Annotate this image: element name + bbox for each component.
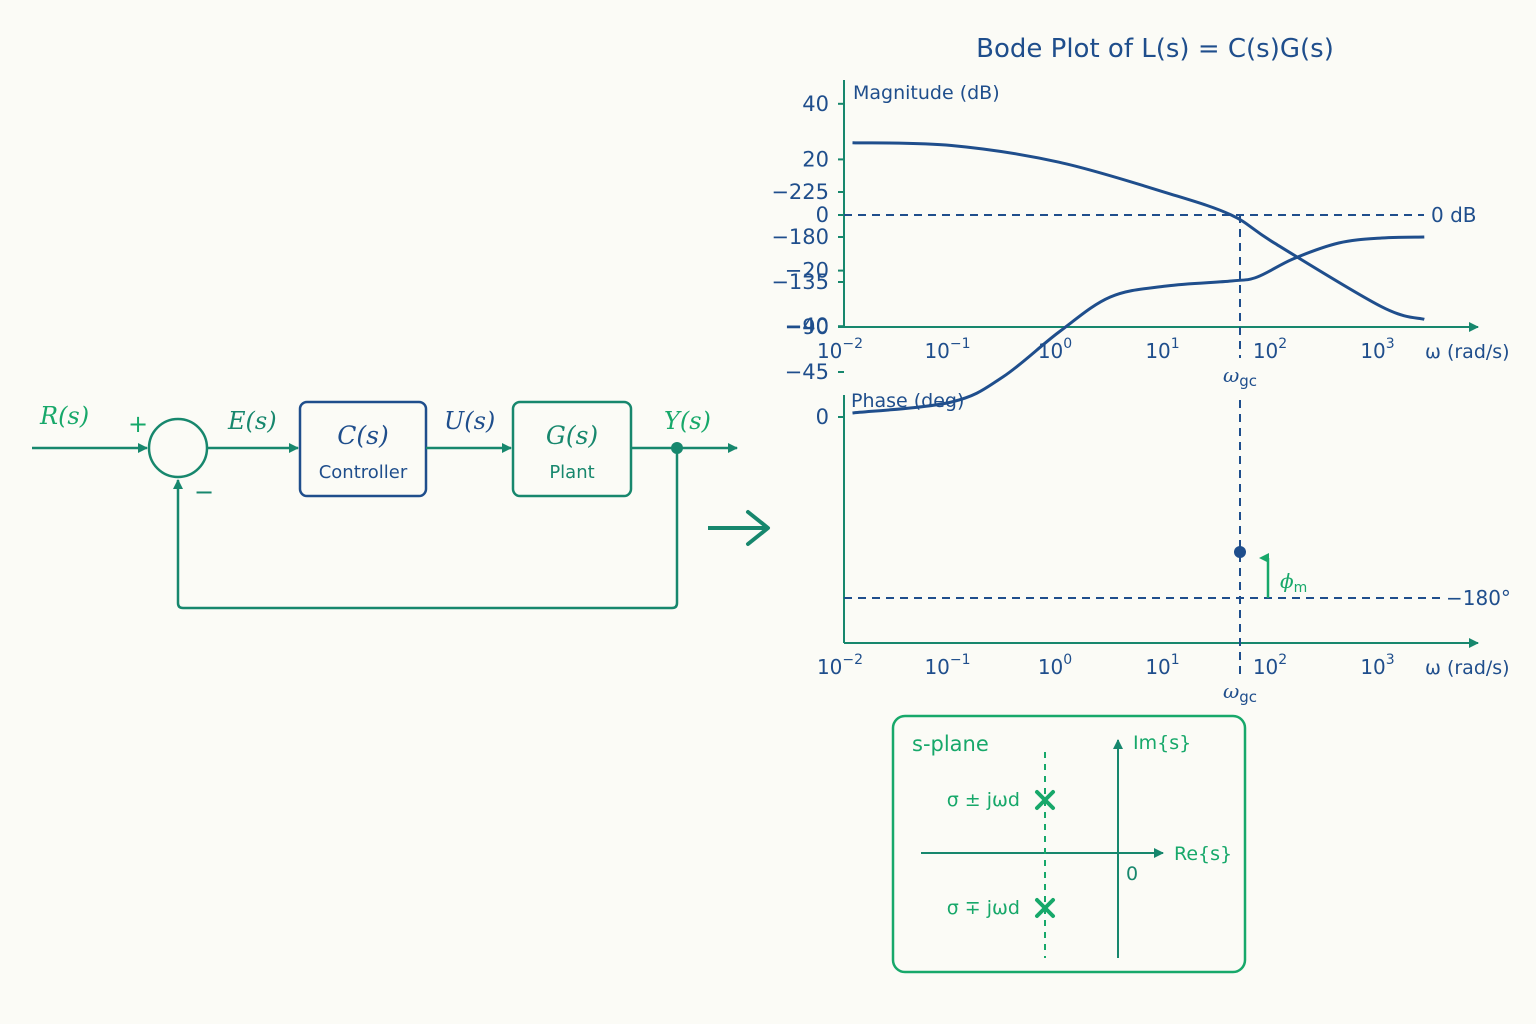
s-plane-frame	[891, 714, 1247, 974]
plant-name: Plant	[549, 462, 594, 483]
phase-curve	[852, 235, 1425, 415]
magnitude-x-tick-label: 103	[1360, 336, 1394, 363]
magnitude-x-ticks: 10−2 10−1 100 101 102 103	[817, 336, 1395, 363]
magnitude-x-tick-label: 100	[1038, 336, 1072, 363]
phase-y-ticks: 0 −45 −90 −135 −180 −225	[771, 180, 844, 429]
phase-x-tick-label: 10−1	[924, 652, 970, 679]
phase-x-tick-label: 103	[1360, 652, 1394, 679]
crossover-label-phase: ωgc	[1223, 679, 1257, 706]
phase-y-tick-label: −225	[771, 180, 829, 204]
phase-omega-label: ω (rad/s)	[1425, 657, 1510, 679]
feedback-path	[173, 448, 679, 610]
controller-symbol: C(s)	[337, 421, 388, 450]
magnitude-y-tick-label: −40	[785, 314, 829, 338]
origin-label: 0	[1126, 863, 1138, 885]
control-signal-label: U(s)	[444, 407, 495, 435]
magnitude-y-tick-label: 0	[816, 203, 829, 227]
pole-lower-label: σ ∓ jωd	[947, 897, 1020, 919]
bode-title: Bode Plot of L(s) = C(s)G(s)	[976, 34, 1334, 64]
crossover-label-magnitude: ωgc	[1223, 363, 1257, 390]
magnitude-y-tick-label: 20	[802, 147, 829, 171]
error-label: E(s)	[227, 407, 277, 435]
magnitude-x-tick-label: 10−2	[817, 336, 863, 363]
magnitude-y-tick-label: 40	[802, 92, 829, 116]
summing-junction	[147, 417, 209, 479]
phase-x-tick-label: 100	[1038, 652, 1072, 679]
magnitude-y-ticks: 40 20 0 −20 −40	[785, 92, 844, 338]
reference-label: R(s)	[39, 402, 89, 430]
phase-x-tick-label: 101	[1145, 652, 1179, 679]
plus-sign: +	[128, 410, 148, 438]
phase-panel: Phase (deg) 0 −45 −90 −135 −180 −225 10−2 10−1…	[771, 180, 1511, 706]
zero-db-label: 0 dB	[1431, 203, 1477, 227]
magnitude-x-tick-label: 101	[1145, 336, 1179, 363]
im-axis-label: Im{s}	[1133, 732, 1191, 754]
pole-lower-x-icon	[1035, 898, 1055, 918]
re-axis-label: Re{s}	[1174, 843, 1232, 865]
phase-x-ticks: 10−2 10−1 100 101 102 103	[817, 652, 1395, 679]
magnitude-x-tick-label: 102	[1253, 336, 1287, 363]
phase-x-tick-label: 10−2	[817, 652, 863, 679]
phase-y-tick-label: −135	[771, 270, 829, 294]
pole-upper-x-icon	[1035, 790, 1055, 810]
magnitude-omega-label: ω (rad/s)	[1425, 341, 1510, 363]
transition-arrow-icon	[708, 510, 770, 546]
phase-y-tick-label: 0	[816, 405, 829, 429]
crossover-point	[1234, 546, 1246, 558]
magnitude-axis-label: Magnitude (dB)	[853, 82, 1000, 104]
phase-y-tick-label: −180	[771, 225, 829, 249]
phase-axis-label: Phase (deg)	[851, 390, 964, 412]
block-diagram: R(s) + − E(s) C(s) Controller U(s) G(s) …	[32, 400, 770, 610]
minus-sign: −	[194, 478, 214, 506]
magnitude-y-tick-label: −20	[785, 259, 829, 283]
s-plane: s-plane Im{s} Re{s} 0 σ ± jωd σ ∓ jωd	[891, 714, 1247, 974]
output-label: Y(s)	[664, 407, 711, 435]
magnitude-curve	[852, 141, 1425, 321]
magnitude-x-tick-label: 10−1	[924, 336, 970, 363]
phase-x-tick-label: 102	[1253, 652, 1287, 679]
s-plane-title: s-plane	[912, 732, 989, 756]
phase-y-tick-label: −90	[785, 315, 829, 339]
phase-y-tick-label: −45	[785, 360, 829, 384]
phase-margin-label: ϕm	[1280, 569, 1307, 596]
controller-name: Controller	[319, 462, 408, 483]
plant-symbol: G(s)	[546, 421, 598, 450]
bode-plot: Bode Plot of L(s) = C(s)G(s) Magnitude (…	[771, 34, 1511, 706]
minus-180-label: −180°	[1446, 586, 1511, 610]
pole-upper-label: σ ± jωd	[947, 789, 1020, 811]
